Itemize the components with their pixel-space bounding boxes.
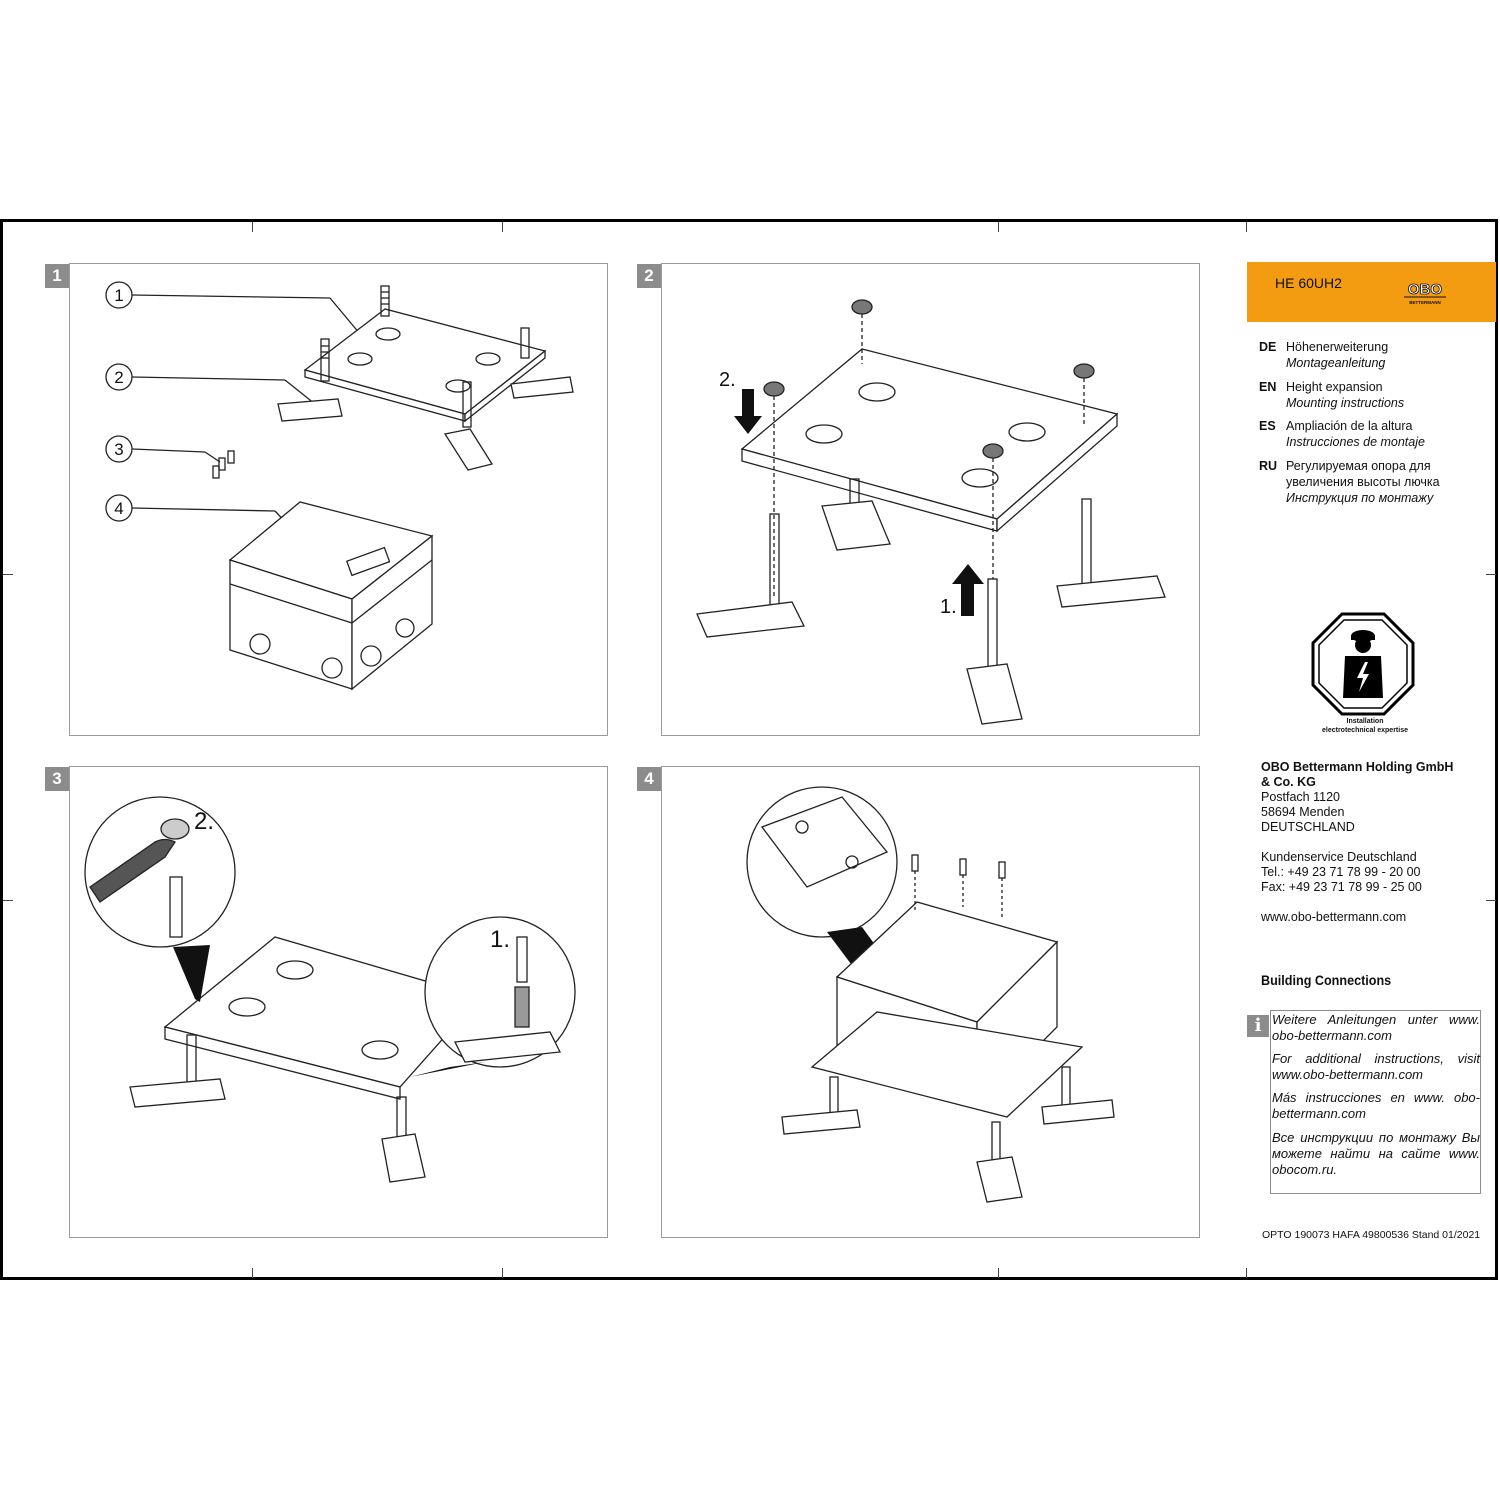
feet [129,1078,426,1183]
customer-service: Kundenservice Deutschland [1261,850,1417,864]
obo-logo: OBO BETTERMANN [1404,281,1446,305]
step-2-label-2: 2. [719,369,736,391]
lang-subtitle: Instrucciones de montaje [1286,435,1425,449]
lang-code: EN [1259,380,1277,394]
crop-mark [502,222,503,232]
step-1-panel: 1 2 3 4 [69,263,608,736]
step-1-badge: 1 [45,264,69,288]
threaded-rods [320,285,530,428]
feet [277,376,574,471]
step-4-illustration [746,786,1115,1203]
step-3-illustration: 2. 1. [84,796,576,1183]
step-3-badge: 3 [45,767,69,791]
step-2-label-1: 1. [940,596,957,618]
crop-mark [252,1268,253,1278]
callout-3: 3 [105,435,221,463]
callout-1-label: 1 [114,286,123,305]
down-arrow: 2. [719,369,762,434]
crop-mark [998,222,999,232]
step-3-label-2: 2. [194,808,214,835]
crop-mark [1246,1268,1247,1278]
safety-label: Installation electrotechnical expertise [1270,717,1460,735]
lang-title: Регулируемая опора для [1286,459,1431,473]
expansion-plate [740,348,1119,533]
electrician-warning-icon [1311,612,1415,716]
info-de: Weitere Anleitungen unter www. obo-bette… [1272,1012,1480,1043]
hex-nuts [763,299,1095,599]
step-2-illustration: 2. 1. [696,299,1166,725]
company-country: DEUTSCHLAND [1261,820,1355,834]
crop-mark [252,222,253,232]
callout-3-label: 3 [114,440,123,459]
document-code: OPTO 190073 HAFA 49800536 Stand 01/2021 [1262,1229,1481,1241]
info-icon: i [1247,1015,1269,1037]
lang-code: RU [1259,459,1278,473]
crop-mark [1486,900,1496,901]
crop-mark [502,1268,503,1278]
floor-box [228,501,434,691]
building-connections: Building Connections [1261,972,1392,988]
screws [911,854,1006,917]
expansion-plate [163,936,482,1100]
info-en: For additional instructions, visit www.o… [1272,1051,1480,1082]
step-3-panel: 2. 1. [69,766,608,1238]
company-info: OBO Bettermann Holding GmbH & Co. KG Pos… [1261,760,1453,925]
safety-line-2: electrotechnical expertise [1322,727,1408,734]
brand-bar: HE 60UH2 OBO BETTERMANN [1247,262,1496,322]
step-1-illustration: 1 2 3 4 [105,281,574,691]
company-name-2: & Co. KG [1261,775,1316,789]
crop-mark [3,574,13,575]
step-3-label-1: 1. [490,926,510,953]
base-plate [810,1011,1084,1118]
step-4-badge: 4 [637,767,661,791]
crop-mark [998,1268,999,1278]
expansion-plate [303,308,547,423]
crop-mark [1486,574,1496,575]
company-tel: Tel.: +49 23 71 78 99 - 20 00 [1261,865,1421,879]
step-2-badge: 2 [637,264,661,288]
dowel-detail: 1. [410,916,576,1077]
lang-code: DE [1259,340,1277,354]
company-name-1: OBO Bettermann Holding GmbH [1261,760,1454,774]
lang-subtitle: Mounting instructions [1286,396,1405,410]
wrench-detail: 2. [84,796,236,1002]
info-es: Más instrucciones en www. obo-bettermann… [1272,1090,1480,1121]
screws [212,450,235,479]
lang-subtitle: Инструкция по монтажу [1286,491,1434,505]
callout-4-label: 4 [114,499,123,518]
callout-4: 4 [105,494,293,530]
info-box [1270,1010,1481,1194]
company-postbox: Postfach 1120 [1261,790,1340,804]
lang-subtitle: Montageanleitung [1286,356,1386,370]
lang-title: Höhenerweiterung [1286,340,1389,354]
brand-name: OBO [1408,281,1443,298]
callout-2-label: 2 [114,368,123,387]
callout-2: 2 [105,363,316,405]
crop-mark [1246,222,1247,232]
step-2-panel: 2. 1. [661,263,1200,736]
brand-sub: BETTERMANN [1409,300,1441,305]
up-arrow: 1. [940,564,984,618]
model-number: HE 60UH2 [1275,275,1342,291]
lang-title-2: увеличения высоты лючка [1286,475,1440,489]
step-4-panel [661,766,1200,1238]
company-fax: Fax: +49 23 71 78 99 - 25 00 [1261,880,1422,894]
lang-code: ES [1259,419,1276,433]
company-city: 58694 Menden [1261,805,1345,819]
feet [781,1099,1115,1203]
safety-line-1: Installation [1346,718,1384,725]
info-ru: Все инструкции по монтажу Вы можете найт… [1272,1130,1480,1177]
feet [696,500,1166,725]
crop-mark [3,900,13,901]
callout-1: 1 [105,281,361,335]
lang-title: Height expansion [1286,380,1383,394]
company-website: www.obo-bettermann.com [1261,910,1407,924]
lang-title: Ampliación de la altura [1286,419,1413,433]
